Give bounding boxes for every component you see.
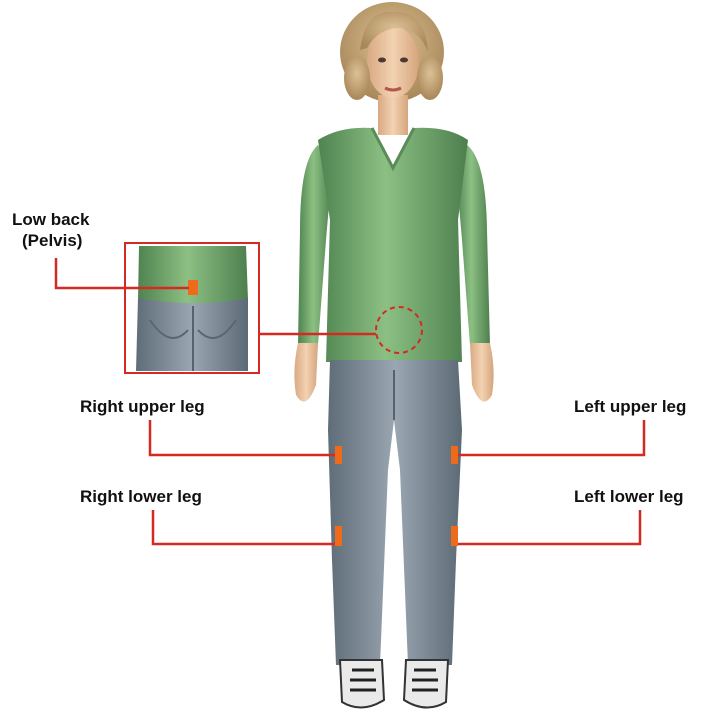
label-left-lower-leg: Left lower leg [574, 487, 684, 506]
right-hand [294, 343, 318, 402]
shirt-torso [318, 128, 468, 362]
sensor-pelvis [188, 280, 198, 295]
hair-curl-left [344, 56, 370, 100]
eye-right [400, 58, 408, 63]
low-back-inset [125, 243, 259, 373]
label-right-upper-leg: Right upper leg [80, 397, 205, 416]
human-figure [294, 2, 493, 708]
label-right-lower-leg: Right lower leg [80, 487, 202, 506]
label-left-upper-leg: Left upper leg [574, 397, 686, 416]
left-shoe [404, 660, 448, 708]
callout-right-upper-leg [150, 420, 335, 455]
left-hand [470, 343, 494, 402]
neck [378, 95, 408, 135]
inset-shirt [138, 246, 248, 305]
label-low-back: Low back [12, 210, 90, 229]
callout-right-lower-leg [153, 510, 335, 544]
sensor-left-upper-leg [451, 446, 458, 464]
sensor-right-lower-leg [335, 526, 342, 546]
label-pelvis: (Pelvis) [22, 231, 82, 250]
sensor-right-upper-leg [335, 446, 342, 464]
right-shoe [340, 660, 384, 708]
hair-curl-right [417, 56, 443, 100]
sensor-left-lower-leg [451, 526, 458, 546]
callout-left-lower-leg [458, 510, 640, 544]
eye-left [378, 58, 386, 63]
callout-left-upper-leg [458, 420, 644, 455]
